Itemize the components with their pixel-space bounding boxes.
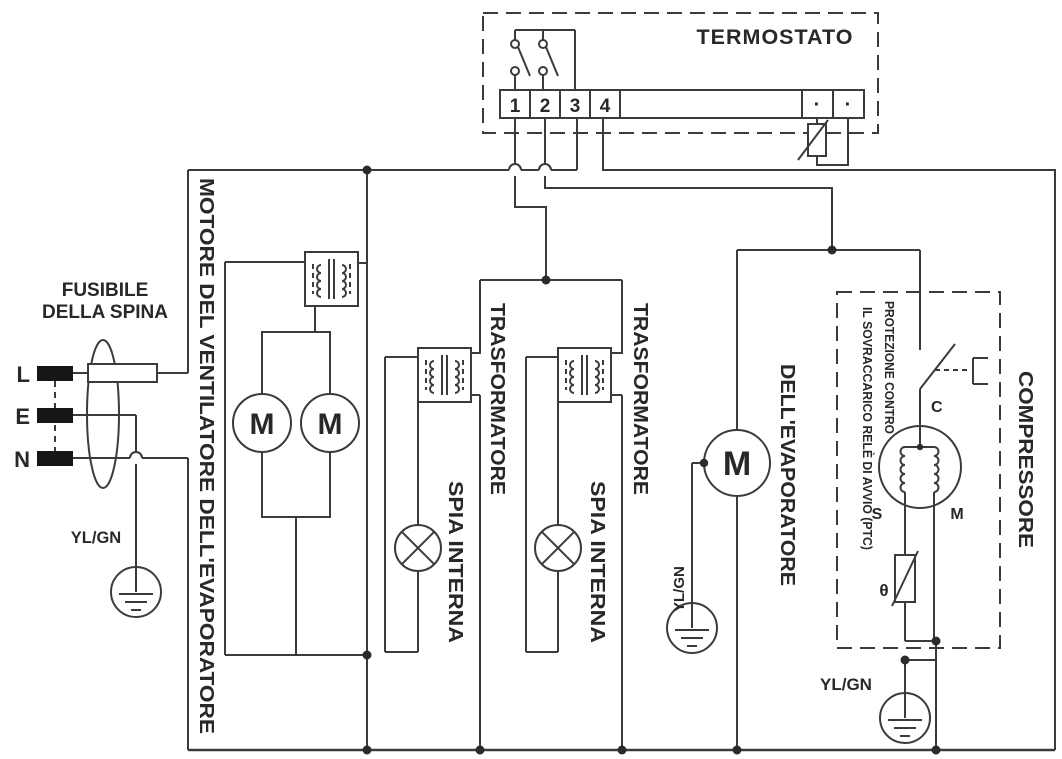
terminal-m-label: M bbox=[950, 506, 963, 523]
compressor-feed bbox=[832, 249, 921, 350]
ptc-theta-label: θ bbox=[879, 581, 888, 600]
terminal-4-label: 4 bbox=[600, 96, 611, 117]
start-winding-coil-icon bbox=[899, 446, 906, 493]
lamp2-icon bbox=[534, 524, 582, 572]
evap-motor-earth-wire bbox=[691, 462, 704, 603]
earth-symbol-compressor bbox=[879, 692, 931, 744]
lamp1-icon bbox=[394, 524, 442, 572]
pin-e-label: E bbox=[15, 404, 30, 429]
plug-earth-label: YL/GN bbox=[71, 529, 121, 547]
switch-blade-icon bbox=[517, 46, 531, 77]
evap-earth-label: YL/GN bbox=[671, 566, 688, 612]
protection-label-line2: IL SOVRACCARICO RELÈ DI AVVIO (PTC) bbox=[860, 307, 875, 550]
fan-motor-left-m: M bbox=[250, 408, 275, 441]
t2-primary-out bbox=[611, 394, 623, 750]
evap-motor-label: DELL'EVAPORATORE bbox=[776, 364, 798, 586]
compressor-label: COMPRESSORE bbox=[1014, 371, 1036, 548]
compressor-dashed-box bbox=[836, 291, 1001, 649]
switch-common-bar bbox=[515, 29, 576, 90]
t2-secondary-loop bbox=[525, 356, 559, 653]
pin-n-blade bbox=[37, 451, 73, 466]
thermostat-section: TERMOSTATO 1 2 3 4 · bbox=[482, 12, 879, 166]
fuse-icon bbox=[87, 363, 158, 383]
n-wire-hop-arc bbox=[129, 451, 143, 459]
thermostat-switch-2 bbox=[538, 30, 559, 90]
transformer2-label: TRASFORMATORE bbox=[629, 303, 651, 495]
transformer2-section: TRASFORMATORE SPIA INTERNA bbox=[525, 280, 651, 750]
terminal-s-label: S bbox=[872, 506, 883, 523]
t1-secondary-loop bbox=[384, 356, 419, 653]
terminal4-rail bbox=[602, 118, 1056, 750]
fan-motor-section: MOTORE DEL VENTILATORE DELL'EVAPORATORE … bbox=[195, 170, 368, 750]
terminal1-wire bbox=[514, 118, 547, 280]
compressor-earth-wire bbox=[904, 659, 936, 694]
protection-label-line1: PROTEZIONE CONTRO bbox=[882, 301, 896, 434]
lamp1-label: SPIA INTERNA bbox=[444, 481, 466, 643]
t1-primary-in bbox=[471, 280, 481, 354]
earth-symbol-plug bbox=[110, 566, 162, 618]
fan-motor-right-m: M bbox=[318, 408, 343, 441]
compressor-earth-label: YL/GN bbox=[820, 675, 872, 694]
transformer1-label: TRASFORMATORE bbox=[486, 303, 508, 495]
fan-motor-right-icon bbox=[300, 393, 360, 453]
t2-primary-in bbox=[611, 280, 623, 354]
terminal-2-label: 2 bbox=[540, 96, 551, 117]
pin-n-label: N bbox=[14, 447, 30, 472]
t1-primary-out bbox=[471, 394, 481, 750]
main-rails bbox=[187, 118, 1056, 752]
pin-l-label: L bbox=[17, 362, 30, 387]
thermostat-feed-wires bbox=[514, 118, 833, 280]
sensor-terminal-dot-1: · bbox=[814, 94, 821, 116]
main-winding-coil-icon bbox=[933, 446, 940, 493]
evap-motor-m: M bbox=[723, 445, 751, 483]
terminal-c-label: C bbox=[931, 399, 943, 416]
lamp2-label: SPIA INTERNA bbox=[586, 481, 608, 643]
fuse-label-line1: FUSIBILE bbox=[62, 280, 149, 301]
compressor-section: C S M θ YL/GN PROTEZIONE CONTRO IL SOVRA… bbox=[820, 249, 1036, 750]
sensor-strike-icon bbox=[797, 119, 829, 161]
fuse-label-line2: DELLA SPINA bbox=[42, 302, 168, 323]
transformer1-icon bbox=[417, 347, 472, 403]
transformer2-icon bbox=[557, 347, 612, 403]
fan-motor-left-icon bbox=[232, 393, 292, 453]
ptc-strike-icon bbox=[891, 550, 919, 607]
junction-dot bbox=[916, 443, 924, 451]
thermostat-terminal-strip: 1 2 3 4 · · bbox=[499, 89, 865, 119]
junction-dots bbox=[362, 165, 941, 755]
thermostat-title: TERMOSTATO bbox=[697, 25, 854, 49]
plug-fuse-section: FUSIBILE DELLA SPINA L E N YL/GN bbox=[14, 280, 188, 618]
e-wire bbox=[73, 414, 137, 567]
evap-motor-feed bbox=[736, 249, 832, 430]
thermostat-switch-1 bbox=[510, 30, 531, 90]
pin-e-blade bbox=[37, 408, 73, 423]
thermostat-dashed-box bbox=[482, 12, 879, 134]
sensor-terminal-dot-2: · bbox=[845, 94, 852, 116]
transformer1-section: TRASFORMATORE SPIA INTERNA bbox=[384, 279, 622, 750]
overload-switch-icon bbox=[919, 343, 956, 427]
fan-motor-label: MOTORE DEL VENTILATORE DELL'EVAPORATORE bbox=[195, 178, 217, 734]
pin-l-blade bbox=[37, 366, 73, 381]
terminal2-wire bbox=[544, 118, 833, 250]
thermostat-sensor bbox=[797, 118, 849, 166]
evaporator-motor-section: M YL/GN DELL'EVAPORATORE bbox=[666, 249, 832, 750]
terminal-1-label: 1 bbox=[510, 96, 521, 117]
overload-bracket-icon bbox=[972, 357, 988, 385]
fan-winding-block-icon bbox=[304, 251, 359, 307]
fan-motor-loop-rect bbox=[261, 331, 331, 518]
switch-blade-icon bbox=[545, 46, 559, 77]
terminal-3-label: 3 bbox=[570, 96, 581, 117]
